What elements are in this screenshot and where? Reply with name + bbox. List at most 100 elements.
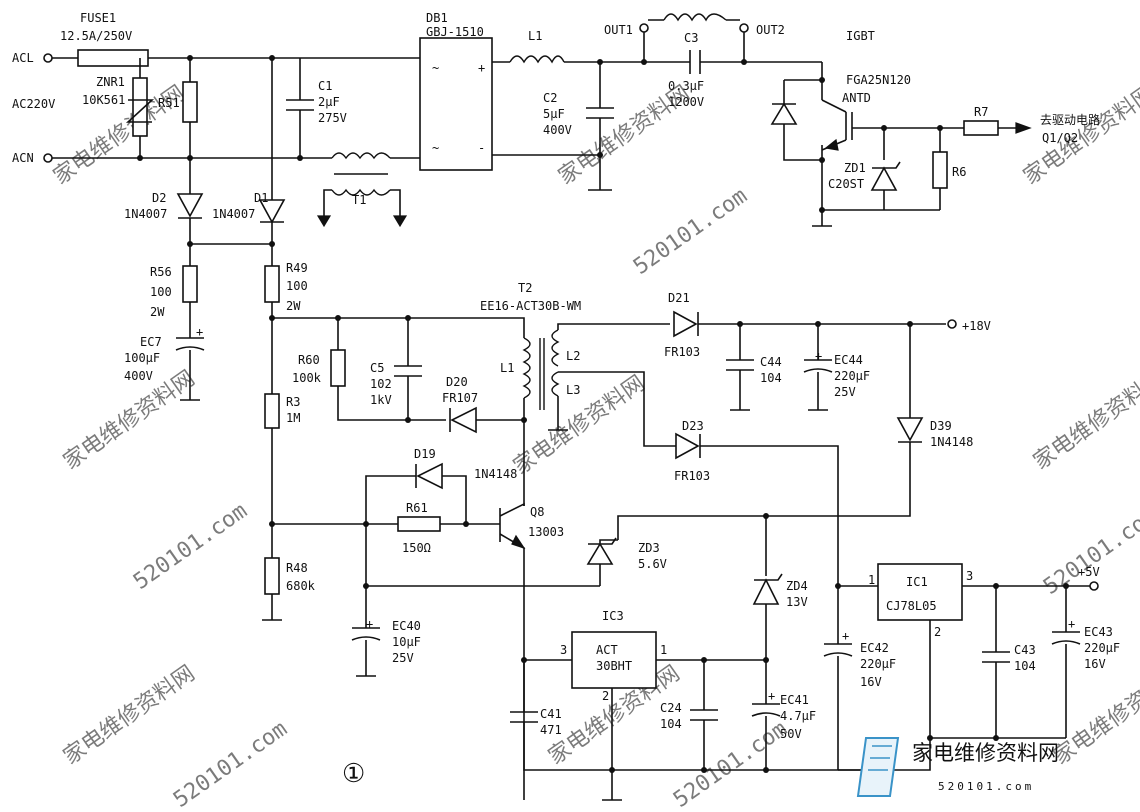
db1-pos-pin: + [478,61,485,75]
ec41-voltage: 50V [780,727,802,741]
junction-dot [137,155,143,161]
c41-leads [523,660,862,771]
db1-ref: DB1 [426,11,448,25]
d39-diode [896,417,924,442]
c3-capacitor [689,50,701,74]
junction-dot [907,321,913,327]
d39-value: 1N4148 [930,435,973,449]
t2-l2-label: L2 [566,349,580,363]
t2-value: EE16-ACT30B-WM [480,299,581,313]
r7-resistor [963,120,999,136]
out1-label: OUT1 [604,23,633,37]
r49-power: 2W [286,299,301,313]
zd1-value: C20ST [828,177,864,191]
c24-ref: C24 [660,701,682,715]
d20-value: FR107 [442,391,478,405]
d1-diode [258,199,286,224]
d23-to-ic1 [700,445,839,586]
c1-capacitor [286,99,314,111]
db1-neg-pin: - [478,141,485,155]
junction-dot [1063,583,1069,589]
d21-ref: D21 [668,291,690,305]
igbt-freewheel-diode [770,102,798,125]
zd4-ref: ZD4 [786,579,808,593]
junction-dot [597,152,603,158]
junction-dot [741,59,747,65]
r51-resistor [182,81,198,123]
ic3-pin1: 1 [660,643,667,657]
t2-core [539,338,545,410]
c3-value: 0.3μF [668,79,704,93]
junction-dot [993,735,999,741]
junction-dot [763,657,769,663]
watermark-cn: 家电维修资料网 [1049,661,1140,770]
watermark-cn: 家电维修资料网 [1019,81,1140,190]
c2-ref: C2 [543,91,557,105]
junction-dot [269,521,275,527]
q8-collector-emitter [499,502,525,800]
d1-value: 1N4007 [212,207,255,221]
ec43-polarity: + [1068,617,1075,631]
junction-dot [521,657,527,663]
zd3-bar [588,537,617,545]
r49-ref: R49 [286,261,308,275]
junction-dot [269,55,275,61]
r60-value: 100k [292,371,322,385]
watermark-cn: 家电维修资料网 [59,661,200,770]
r56-resistor [182,265,198,303]
r56-ref: R56 [150,265,172,279]
out2-label: OUT2 [756,23,785,37]
d2-ref: D2 [152,191,166,205]
fuse1-ref: FUSE1 [80,11,116,25]
ic3-pins [524,659,766,800]
l3-to-d23 [558,371,676,447]
ec44-voltage: 25V [834,385,856,399]
hv-rail [271,302,525,338]
junction-dot [187,241,193,247]
ic3-pin3: 3 [560,643,567,657]
r60-ref: R60 [298,353,320,367]
drive-circuit-label: 去驱动电路 [1040,112,1100,127]
plus5v-terminal [1089,581,1099,591]
acn-terminal [43,153,53,163]
t1-ref: T1 [352,193,366,207]
zd3-value: 5.6V [638,557,667,571]
t2-ref: T2 [518,281,532,295]
ec42-value: 220μF [860,657,896,671]
zd1-zener [870,166,898,191]
junction-dot [701,657,707,663]
r3-resistor [264,393,280,429]
c44-leads [730,324,750,411]
out2-terminal [739,23,749,33]
out1-terminal [639,23,649,33]
ec42-plate-bottom [823,652,853,657]
znr1-symbol [125,99,155,123]
fuse1-value: 12.5A/250V [60,29,132,43]
ec42-leads [837,585,878,770]
c5-capacitor [394,365,422,377]
d2-diode [176,193,204,218]
ec41-plate-bottom [751,712,781,717]
ec7-plate-bottom [175,346,205,351]
site-logo: 家电维修资料网 520101.com [856,737,1059,797]
work-coil [663,13,727,22]
ic1-pin2: 2 [934,625,941,639]
c24-value: 104 [660,717,682,731]
zd3-zener [586,542,614,565]
ec40-voltage: 25V [392,651,414,665]
junction-dot [609,767,615,773]
c44-capacitor [726,359,754,371]
znr1-value: 10K561 [82,93,125,107]
junction-dot [763,513,769,519]
logo-book-lines [868,745,892,771]
junction-dot [269,241,275,247]
c24-capacitor [690,709,718,721]
junction-dot [993,583,999,589]
d2-value: 1N4007 [124,207,167,221]
junction-dot [521,417,527,423]
junction-dot [269,315,275,321]
c44-ref: C44 [760,355,782,369]
logo-cn-text: 家电维修资料网 [912,741,1059,765]
junction-dot [701,767,707,773]
ic3-ref: IC3 [602,609,624,623]
